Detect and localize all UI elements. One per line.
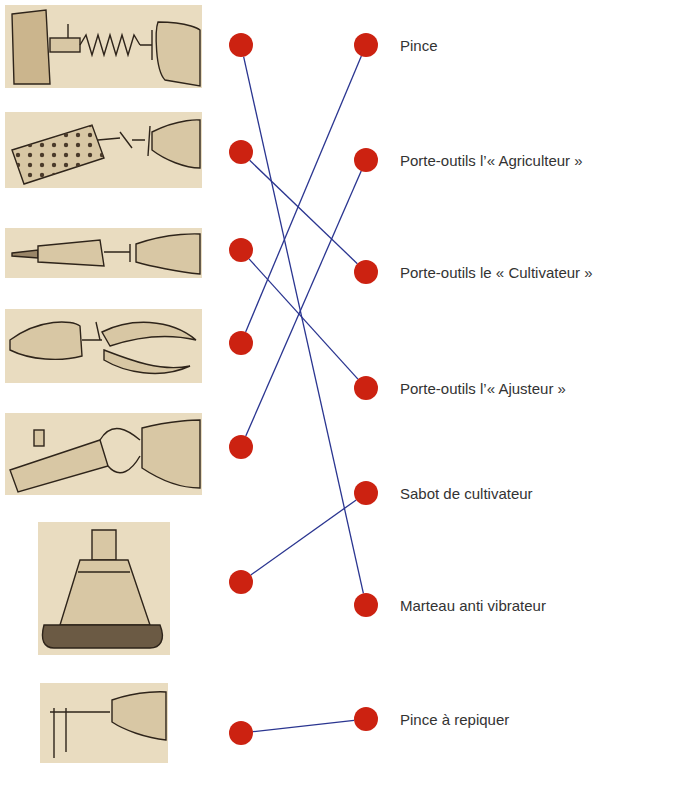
labelled-dot: Porte-outils l’« Ajusteur »: [354, 376, 566, 400]
arm-socket: [152, 120, 200, 168]
tool-dot: [229, 238, 253, 262]
labelled-dot: Pince: [354, 33, 438, 57]
match-line: [249, 259, 358, 379]
joint: [104, 244, 130, 262]
tube-holes: [12, 125, 104, 184]
blade: [12, 250, 38, 258]
match-line: [250, 160, 358, 263]
thumb-screw: [34, 430, 44, 446]
bracket: [100, 428, 140, 472]
plate-background: [5, 413, 202, 495]
red-dot: [354, 707, 378, 731]
wing-nut: [148, 126, 150, 156]
tube: [10, 440, 108, 492]
labelled-dot: Sabot de cultivateur: [354, 481, 533, 505]
thumb-screw: [67, 24, 68, 38]
tool-name: Porte-outils le « Cultivateur »: [400, 264, 593, 281]
plate-background: [5, 5, 202, 88]
tool-dot: [229, 33, 253, 57]
tube: [12, 125, 104, 184]
red-dot: [354, 593, 378, 617]
match-line: [246, 171, 361, 436]
shoe-sole: [42, 625, 162, 648]
post: [92, 530, 116, 560]
labelled-dot: Marteau anti vibrateur: [354, 593, 546, 617]
tool-dot: [229, 435, 253, 459]
joint: [98, 132, 145, 148]
red-dot: [229, 435, 253, 459]
joint: [82, 322, 102, 340]
labelled-dot: Porte-outils le « Cultivateur »: [354, 260, 593, 284]
rod: [72, 711, 110, 712]
pincer-jaw: [104, 350, 190, 373]
tool-name: Pince: [400, 37, 438, 54]
arm-socket: [10, 322, 82, 359]
match-line: [251, 500, 356, 575]
tool-name: Marteau anti vibrateur: [400, 597, 546, 614]
pincer-jaw: [102, 322, 196, 346]
hammer-collar: [50, 38, 80, 52]
red-dot: [229, 331, 253, 355]
plate-background: [38, 522, 170, 655]
tool-dot: [229, 140, 253, 164]
red-dot: [354, 376, 378, 400]
plate-background: [40, 683, 168, 763]
labelled-dot: Pince à repiquer: [354, 707, 509, 731]
clamp-body: [60, 560, 150, 625]
labelled-dot: Porte-outils l’« Agriculteur »: [354, 148, 583, 172]
red-dot: [229, 33, 253, 57]
tool-name: Sabot de cultivateur: [400, 485, 533, 502]
tool-dot: [229, 721, 253, 745]
hammer-head: [12, 10, 50, 84]
wing-nut: [78, 571, 130, 572]
red-dot: [354, 33, 378, 57]
plate-background: [5, 228, 202, 278]
arm-socket: [112, 692, 166, 740]
tool-name: Porte-outils l’« Ajusteur »: [400, 380, 566, 397]
red-dot: [354, 148, 378, 172]
match-line: [253, 720, 354, 731]
red-dot: [354, 260, 378, 284]
tool-dot: [229, 570, 253, 594]
match-line: [244, 57, 364, 594]
spring-coil: [80, 35, 140, 55]
tool-name: Porte-outils l’« Agriculteur »: [400, 152, 583, 169]
prongs: [50, 708, 72, 758]
red-dot: [354, 481, 378, 505]
red-dot: [229, 140, 253, 164]
red-dot: [229, 238, 253, 262]
match-line: [246, 56, 362, 332]
plate-background: [5, 112, 202, 188]
red-dot: [229, 570, 253, 594]
arm-socket: [142, 420, 200, 488]
red-dot: [229, 721, 253, 745]
arm-socket: [136, 234, 200, 274]
handle-clamp: [38, 240, 104, 266]
tool-name: Pince à repiquer: [400, 711, 509, 728]
tool-dot: [229, 331, 253, 355]
plate-background: [5, 309, 202, 383]
arm-socket: [140, 22, 200, 86]
